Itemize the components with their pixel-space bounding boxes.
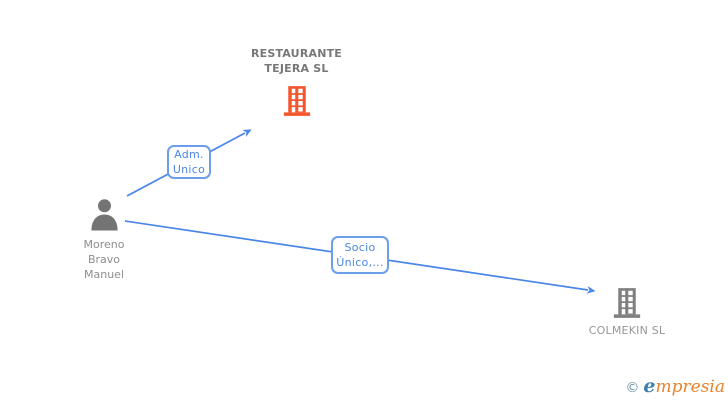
building-icon: [283, 86, 310, 116]
building-icon: [613, 288, 641, 318]
company-name: RESTAURANTE TEJERA SL: [250, 47, 343, 75]
person-icon: [90, 199, 118, 231]
node-moreno-bravo-manuel[interactable]: Moreno Bravo Manuel: [73, 198, 135, 282]
brand-name: mpresia: [655, 377, 726, 397]
empresia-logo: © e mpresia: [625, 375, 725, 397]
node-colmekin[interactable]: COLMEKIN SL: [577, 287, 677, 337]
edge-label-adm-unico[interactable]: Adm. Unico: [167, 145, 211, 179]
copyright-icon: ©: [625, 380, 640, 396]
brand-initial: e: [643, 375, 656, 397]
node-restaurante-tejera[interactable]: RESTAURANTE TEJERA SL: [244, 46, 349, 117]
person-name: Moreno Bravo Manuel: [83, 238, 125, 281]
edge-label-socio-unico[interactable]: Socio Único,...: [331, 236, 389, 274]
company-name: COLMEKIN SL: [588, 324, 666, 337]
